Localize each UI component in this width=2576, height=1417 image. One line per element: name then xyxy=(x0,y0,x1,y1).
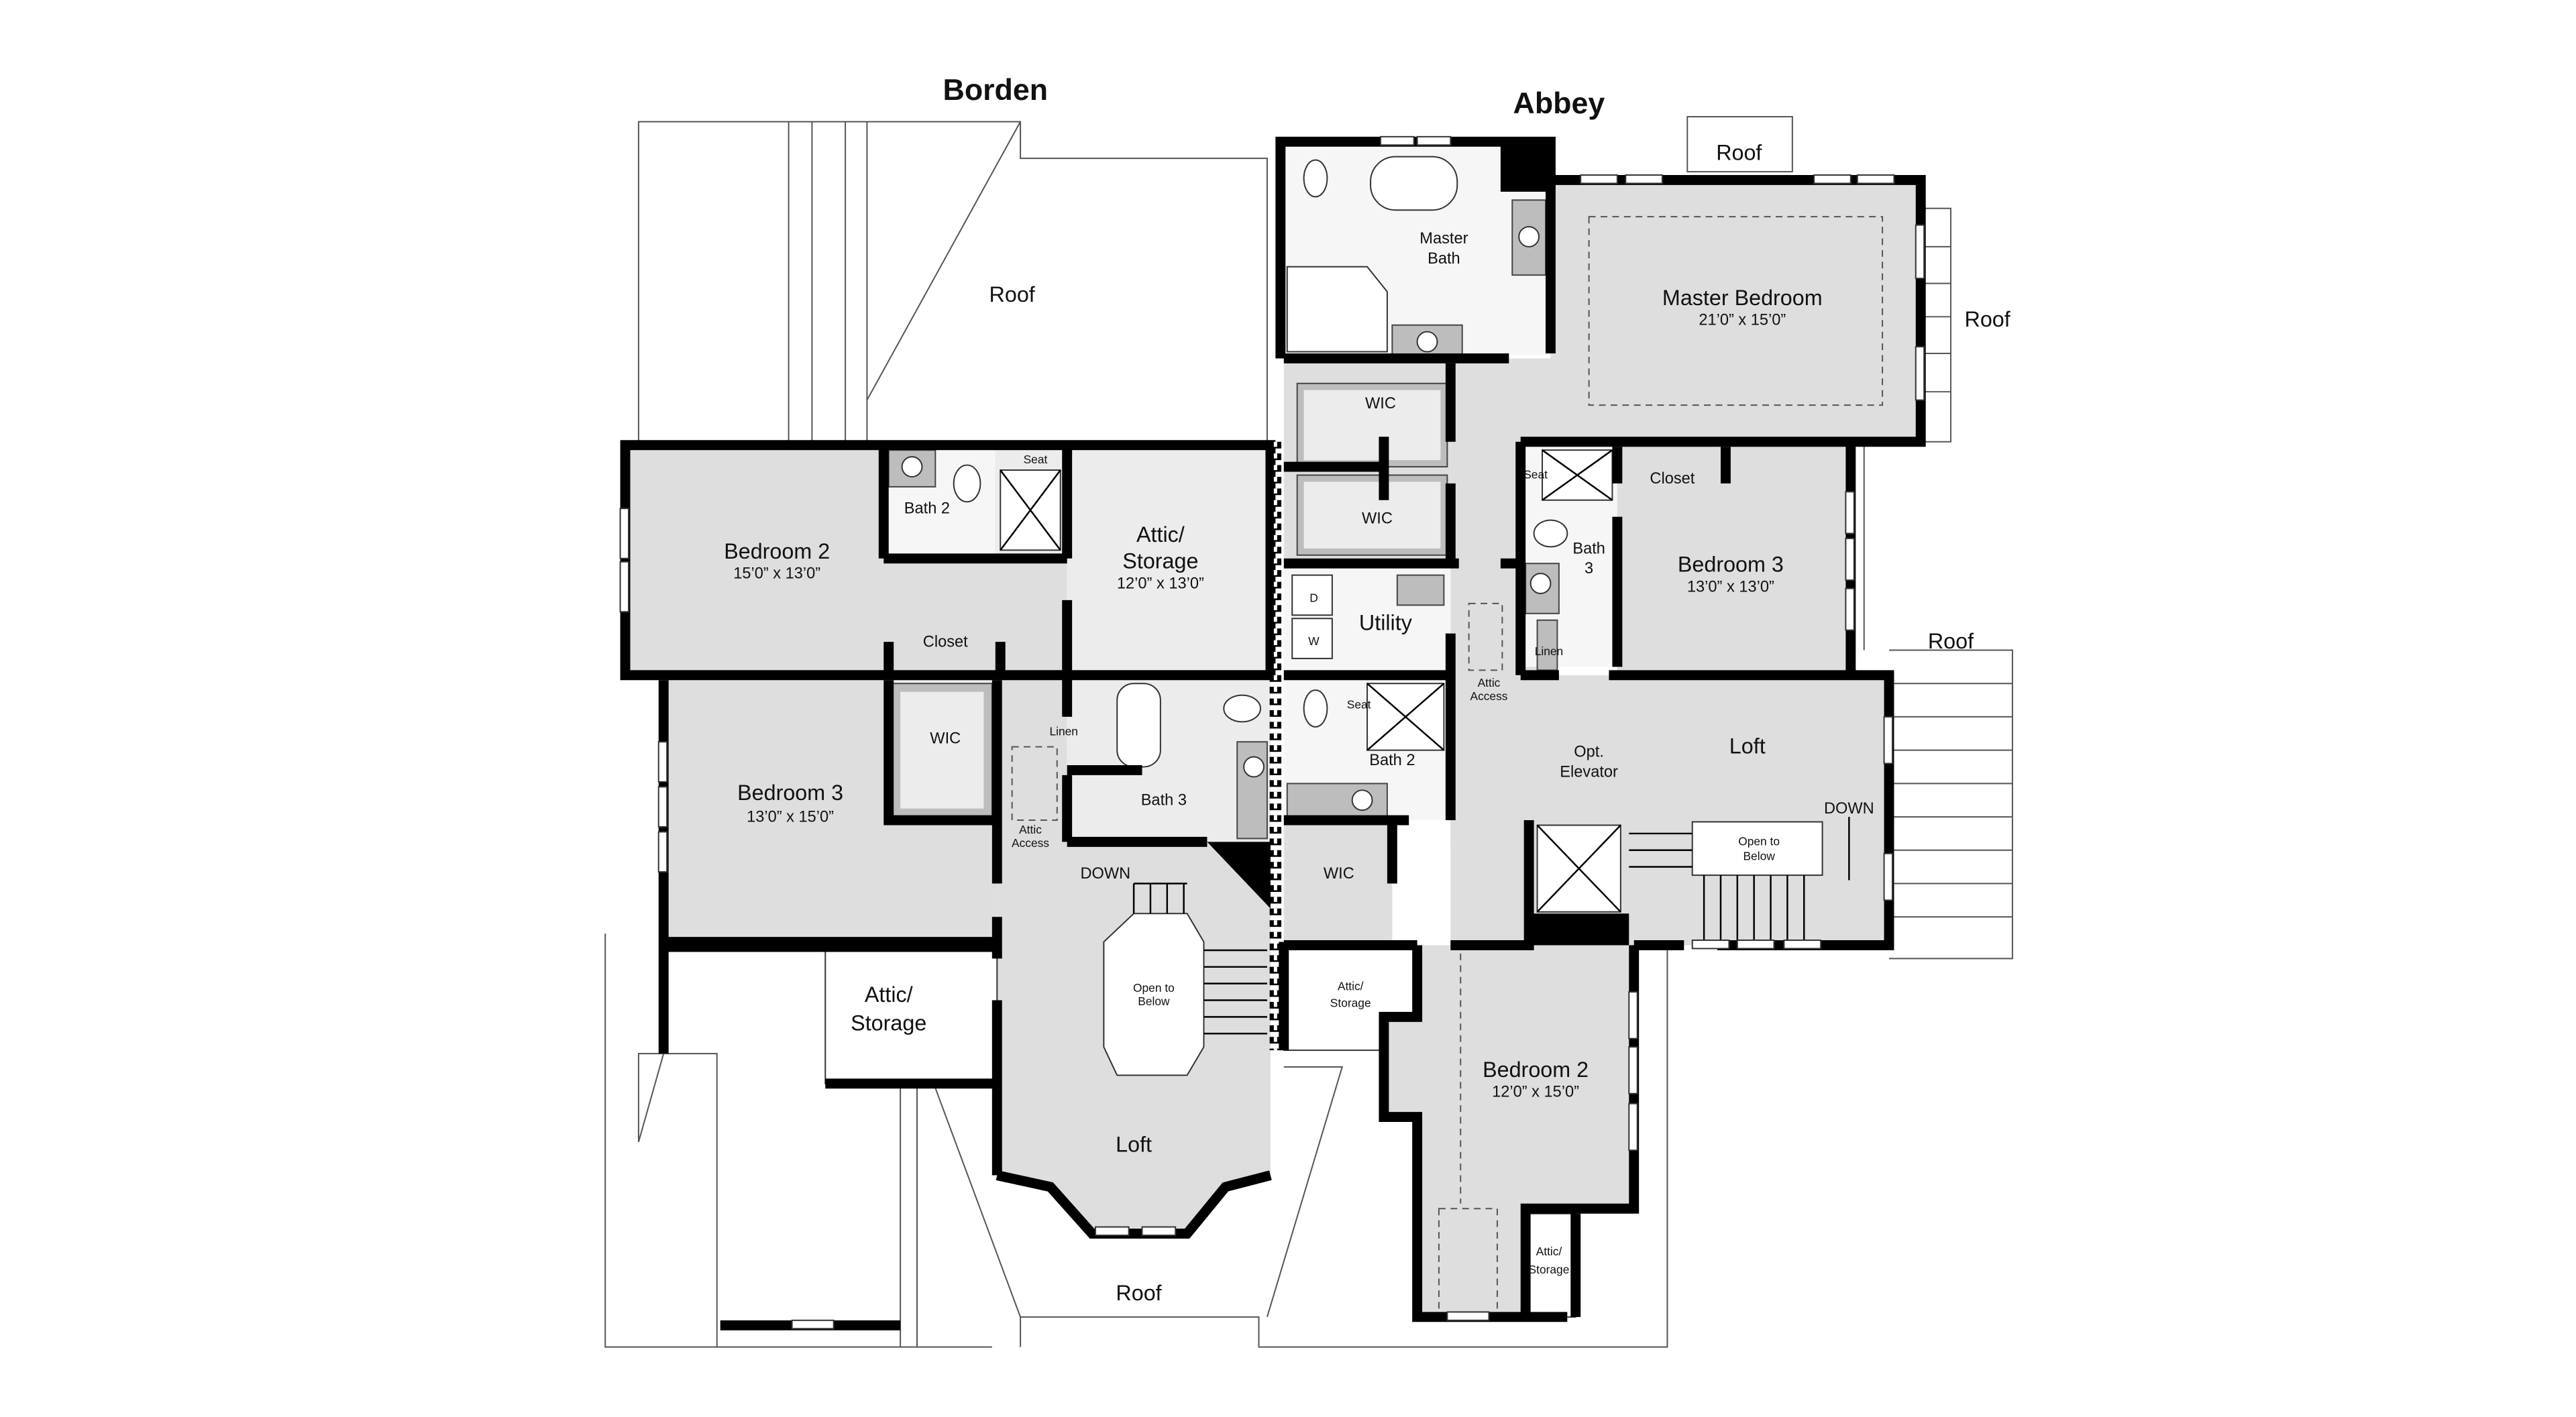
label: Roof xyxy=(1965,307,2011,331)
label: Bath xyxy=(1572,540,1605,557)
label: 15’0” x 13’0” xyxy=(733,565,820,583)
label: 3 xyxy=(1585,560,1593,577)
label: Seat xyxy=(1347,697,1371,711)
label: 12’0” x 13’0” xyxy=(1117,575,1204,593)
label: Bath 2 xyxy=(904,500,950,518)
label: Attic xyxy=(1019,823,1042,836)
label: Open to xyxy=(1133,981,1175,995)
label: Bath 2 xyxy=(1369,752,1415,769)
borden-open-to-below xyxy=(1103,913,1205,1076)
label: Roof xyxy=(989,282,1036,306)
label: WIC xyxy=(1362,510,1393,528)
label: Loft xyxy=(1729,734,1766,758)
label: Storage xyxy=(1330,996,1371,1009)
label: Roof xyxy=(1116,1281,1162,1305)
label: Roof xyxy=(1928,629,1974,653)
label: Access xyxy=(1470,689,1507,703)
label: 12’0” x 15’0” xyxy=(1492,1084,1579,1101)
label: Roof xyxy=(1716,141,1762,165)
label: WIC xyxy=(1365,395,1396,412)
label: Open to xyxy=(1738,834,1780,848)
label: Storage xyxy=(1529,1263,1570,1276)
label: 21’0” x 15’0” xyxy=(1699,312,1786,329)
label: Opt. xyxy=(1574,744,1604,761)
label: Seat xyxy=(1024,453,1048,466)
label: Utility xyxy=(1359,611,1413,635)
label: 13’0” x 13’0” xyxy=(1687,578,1774,596)
label: 13’0” x 15’0” xyxy=(747,809,834,826)
label: Seat xyxy=(1523,467,1548,481)
label: Bedroom 2 xyxy=(1483,1058,1589,1082)
label: Below xyxy=(1138,995,1170,1008)
label: Elevator xyxy=(1560,763,1618,781)
abbey-master-bedroom-area xyxy=(1550,180,1921,442)
label: W xyxy=(1308,634,1320,648)
label: Linen xyxy=(1535,644,1564,658)
label: Bath 3 xyxy=(1141,792,1187,809)
label: Attic/ xyxy=(1338,980,1364,993)
label: Below xyxy=(1743,850,1775,863)
abbey-open-to-below xyxy=(1691,821,1823,876)
label: Closet xyxy=(923,634,968,651)
label: WIC xyxy=(930,730,961,748)
label: DOWN xyxy=(1824,800,1874,817)
label: Master Bedroom xyxy=(1662,286,1823,310)
borden-plan: Borden Roof Bedroom 2 15’0” x 13’0” Bath… xyxy=(604,73,1668,1348)
label: Loft xyxy=(1116,1133,1152,1157)
label: Attic xyxy=(1478,676,1501,689)
abbey-bedroom2-area xyxy=(1383,945,1634,1317)
label: WIC xyxy=(1324,865,1354,883)
abbey-wic-small-area xyxy=(1283,825,1393,942)
borden-title: Borden xyxy=(943,73,1049,107)
borden-hall-area xyxy=(997,675,1067,842)
borden-attic-storage-area xyxy=(1067,445,1271,675)
label: Linen xyxy=(1049,724,1078,738)
abbey-title: Abbey xyxy=(1513,87,1605,120)
abbey-loft-area xyxy=(1450,675,1889,946)
borden-roof-bottom xyxy=(604,933,1668,1348)
label: Bedroom 3 xyxy=(1678,553,1784,577)
label: Master xyxy=(1419,230,1468,247)
label: DOWN xyxy=(1080,865,1130,883)
label: Bedroom 3 xyxy=(737,781,843,805)
label: Bath xyxy=(1428,250,1460,268)
borden-attic-storage-lower xyxy=(824,946,998,1084)
label: Attic/ xyxy=(1536,1245,1562,1258)
label: Attic/ xyxy=(865,982,913,1007)
abbey-roof-right-lower xyxy=(1863,447,2013,960)
label: Storage xyxy=(851,1011,926,1035)
label: Access xyxy=(1012,836,1049,850)
borden-roof-top xyxy=(637,121,1268,442)
abbey-bedroom3-area xyxy=(1617,445,1851,675)
label: Storage xyxy=(1122,549,1198,573)
label: Closet xyxy=(1650,470,1695,488)
label: D xyxy=(1309,591,1318,604)
abbey-plan: Abbey Roof Roof Roof Master Bath Master … xyxy=(1275,87,2013,1322)
label: Attic/ xyxy=(1136,522,1185,547)
label: Bedroom 2 xyxy=(724,539,830,563)
